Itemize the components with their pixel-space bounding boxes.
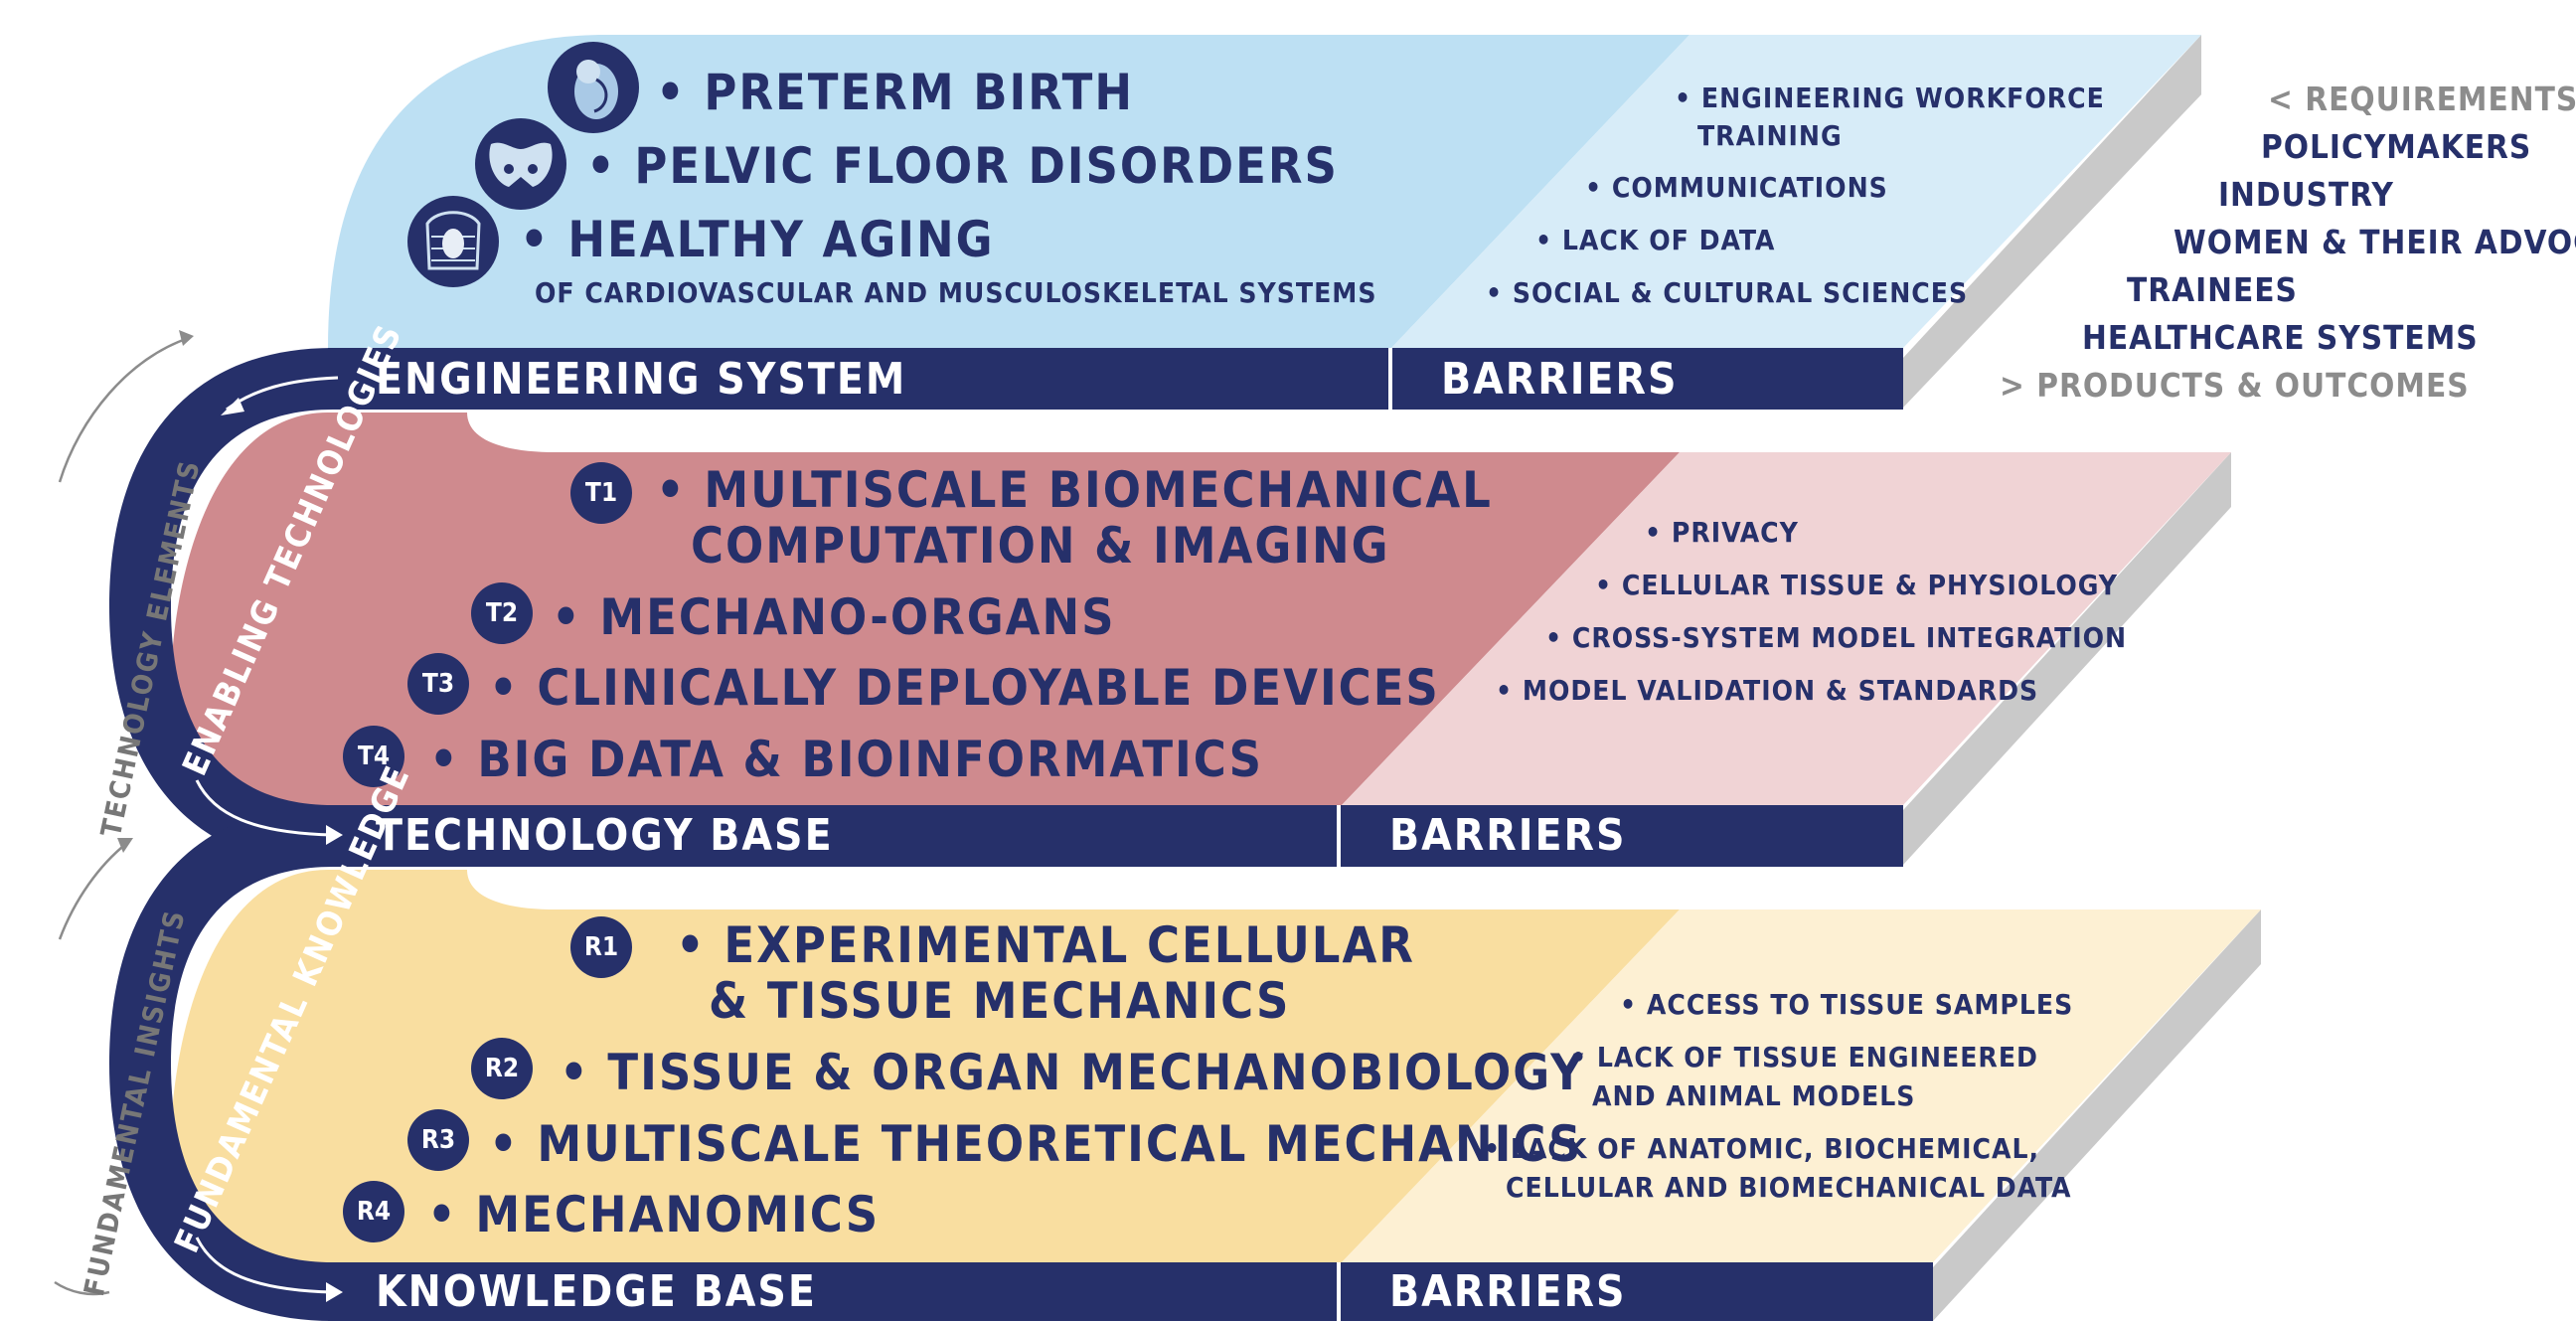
engineering-barriers-label: BARRIERS bbox=[1441, 354, 1679, 405]
badge-r4: R4 bbox=[343, 1181, 404, 1242]
grey-arrow-bottom bbox=[54, 1280, 110, 1296]
knowledge-item-r3: • MULTISCALE THEORETICAL MECHANICS bbox=[489, 1115, 1583, 1173]
top-tier-fill bbox=[328, 35, 1690, 348]
stakeholder-women-advocates: WOMEN & THEIR ADVOCATES bbox=[2174, 223, 2576, 261]
badge-t1: T1 bbox=[570, 462, 632, 524]
top-tier-side-face bbox=[1903, 35, 2201, 408]
fetus-icon bbox=[574, 60, 618, 119]
enabling-technologies-band bbox=[109, 348, 333, 867]
grey-arrow-technology-elements bbox=[58, 336, 190, 483]
knowledge-bar bbox=[328, 1262, 1933, 1321]
knowledge-barriers-label: BARRIERS bbox=[1389, 1266, 1627, 1317]
badge-t2: T2 bbox=[471, 582, 533, 644]
top-barrier-fill bbox=[1391, 35, 2201, 348]
knowledge-barrier-3b: CELLULAR AND BIOMECHANICAL DATA bbox=[1506, 1171, 2072, 1204]
knowledge-item-r4: • MECHANOMICS bbox=[427, 1186, 881, 1243]
mid-tier-fill bbox=[170, 413, 1680, 805]
badge-r1: R1 bbox=[570, 916, 632, 978]
engineering-item-healthy-aging: • HEALTHY AGING bbox=[520, 211, 995, 268]
badge-t3: T3 bbox=[407, 653, 469, 715]
knowledge-item-r1-line2: & TISSUE MECHANICS bbox=[709, 972, 1291, 1030]
knowledge-barrier-3: • LACK OF ANATOMIC, BIOCHEMICAL, bbox=[1484, 1132, 2040, 1165]
knowledge-barrier-1: • ACCESS TO TISSUE SAMPLES bbox=[1620, 988, 2074, 1021]
engineering-item-preterm-birth: • PRETERM BIRTH bbox=[656, 64, 1134, 121]
engineering-bar-divider bbox=[1388, 348, 1392, 410]
knowledge-barrier-2: • LACK OF TISSUE ENGINEERED bbox=[1570, 1041, 2038, 1073]
technology-item-t1-line2: COMPUTATION & IMAGING bbox=[691, 517, 1390, 575]
technology-barrier-2: • CELLULAR TISSUE & PHYSIOLOGY bbox=[1595, 569, 2119, 601]
engineering-barrier-4: • SOCIAL & CULTURAL SCIENCES bbox=[1486, 276, 1969, 309]
technology-bar-divider bbox=[1337, 805, 1341, 867]
engineering-barrier-1: • ENGINEERING WORKFORCE bbox=[1675, 82, 2105, 114]
stakeholder-policymakers: POLICYMAKERS bbox=[2261, 127, 2532, 166]
requirements-label: < REQUIREMENTS bbox=[2268, 80, 2576, 118]
grey-arrow-head-top bbox=[179, 330, 194, 346]
engineering-barrier-1b: TRAINING bbox=[1697, 119, 1843, 152]
technology-barrier-1: • PRIVACY bbox=[1645, 516, 1799, 549]
technology-item-t1-line1: • MULTISCALE BIOMECHANICAL bbox=[656, 461, 1493, 519]
engineering-bar bbox=[328, 348, 1903, 410]
technology-item-t2: • MECHANO-ORGANS bbox=[552, 588, 1116, 646]
grey-arrow-fundamental-insights bbox=[58, 842, 128, 940]
bottom-tier-side-face bbox=[1933, 909, 2261, 1321]
arrow-head-knowledge bbox=[326, 1282, 343, 1302]
knowledge-barrier-2b: AND ANIMAL MODELS bbox=[1592, 1079, 1916, 1112]
engineering-subtitle: OF CARDIOVASCULAR AND MUSCULOSKELETAL SY… bbox=[535, 276, 1377, 309]
ribcage-heart-icon bbox=[425, 211, 481, 270]
arrow-head-engineering bbox=[221, 398, 244, 415]
technology-barrier-4: • MODEL VALIDATION & STANDARDS bbox=[1496, 674, 2039, 707]
technology-barriers-label: BARRIERS bbox=[1389, 810, 1627, 861]
products-outcomes-label: > PRODUCTS & OUTCOMES bbox=[2000, 366, 2470, 405]
technology-base-label: TECHNOLOGY BASE bbox=[376, 810, 834, 861]
bottom-barrier-fill bbox=[1342, 909, 2261, 1262]
bottom-tier-fill bbox=[170, 870, 1680, 1262]
badge-t4: T4 bbox=[343, 726, 404, 787]
technology-item-t4: • BIG DATA & BIOINFORMATICS bbox=[429, 731, 1264, 788]
mid-barrier-fill bbox=[1342, 452, 2231, 805]
arrow-head-technology bbox=[326, 825, 343, 845]
engineering-item-pelvic-floor: • PELVIC FLOOR DISORDERS bbox=[586, 137, 1339, 195]
mid-tier-side-face bbox=[1903, 452, 2231, 865]
stakeholder-healthcare-systems: HEALTHCARE SYSTEMS bbox=[2082, 318, 2479, 357]
arrow-to-knowledge-base bbox=[195, 1237, 334, 1294]
technology-item-t3: • CLINICALLY DEPLOYABLE DEVICES bbox=[489, 659, 1440, 717]
fundamental-knowledge-band bbox=[109, 805, 333, 1321]
badge-r2: R2 bbox=[471, 1038, 533, 1099]
knowledge-item-r2: • TISSUE & ORGAN MECHANOBIOLOGY bbox=[560, 1044, 1585, 1101]
badge-r3: R3 bbox=[407, 1109, 469, 1171]
engineering-barrier-3: • LACK OF DATA bbox=[1535, 224, 1776, 256]
pelvis-icon bbox=[489, 142, 553, 187]
knowledge-bar-divider bbox=[1337, 1262, 1341, 1321]
knowledge-item-r1-line1: • EXPERIMENTAL CELLULAR bbox=[676, 916, 1415, 974]
stakeholder-trainees: TRAINEES bbox=[2127, 270, 2298, 309]
engineering-barrier-2: • COMMUNICATIONS bbox=[1585, 171, 1888, 204]
technology-bar bbox=[328, 805, 1903, 867]
knowledge-base-label: KNOWLEDGE BASE bbox=[376, 1266, 817, 1317]
grey-arrow-head-mid bbox=[117, 838, 133, 853]
engineering-system-label: ENGINEERING SYSTEM bbox=[376, 354, 907, 405]
stakeholder-industry: INDUSTRY bbox=[2218, 175, 2394, 214]
technology-barrier-3: • CROSS-SYSTEM MODEL INTEGRATION bbox=[1545, 621, 2128, 654]
arrow-to-technology-base bbox=[195, 779, 334, 837]
